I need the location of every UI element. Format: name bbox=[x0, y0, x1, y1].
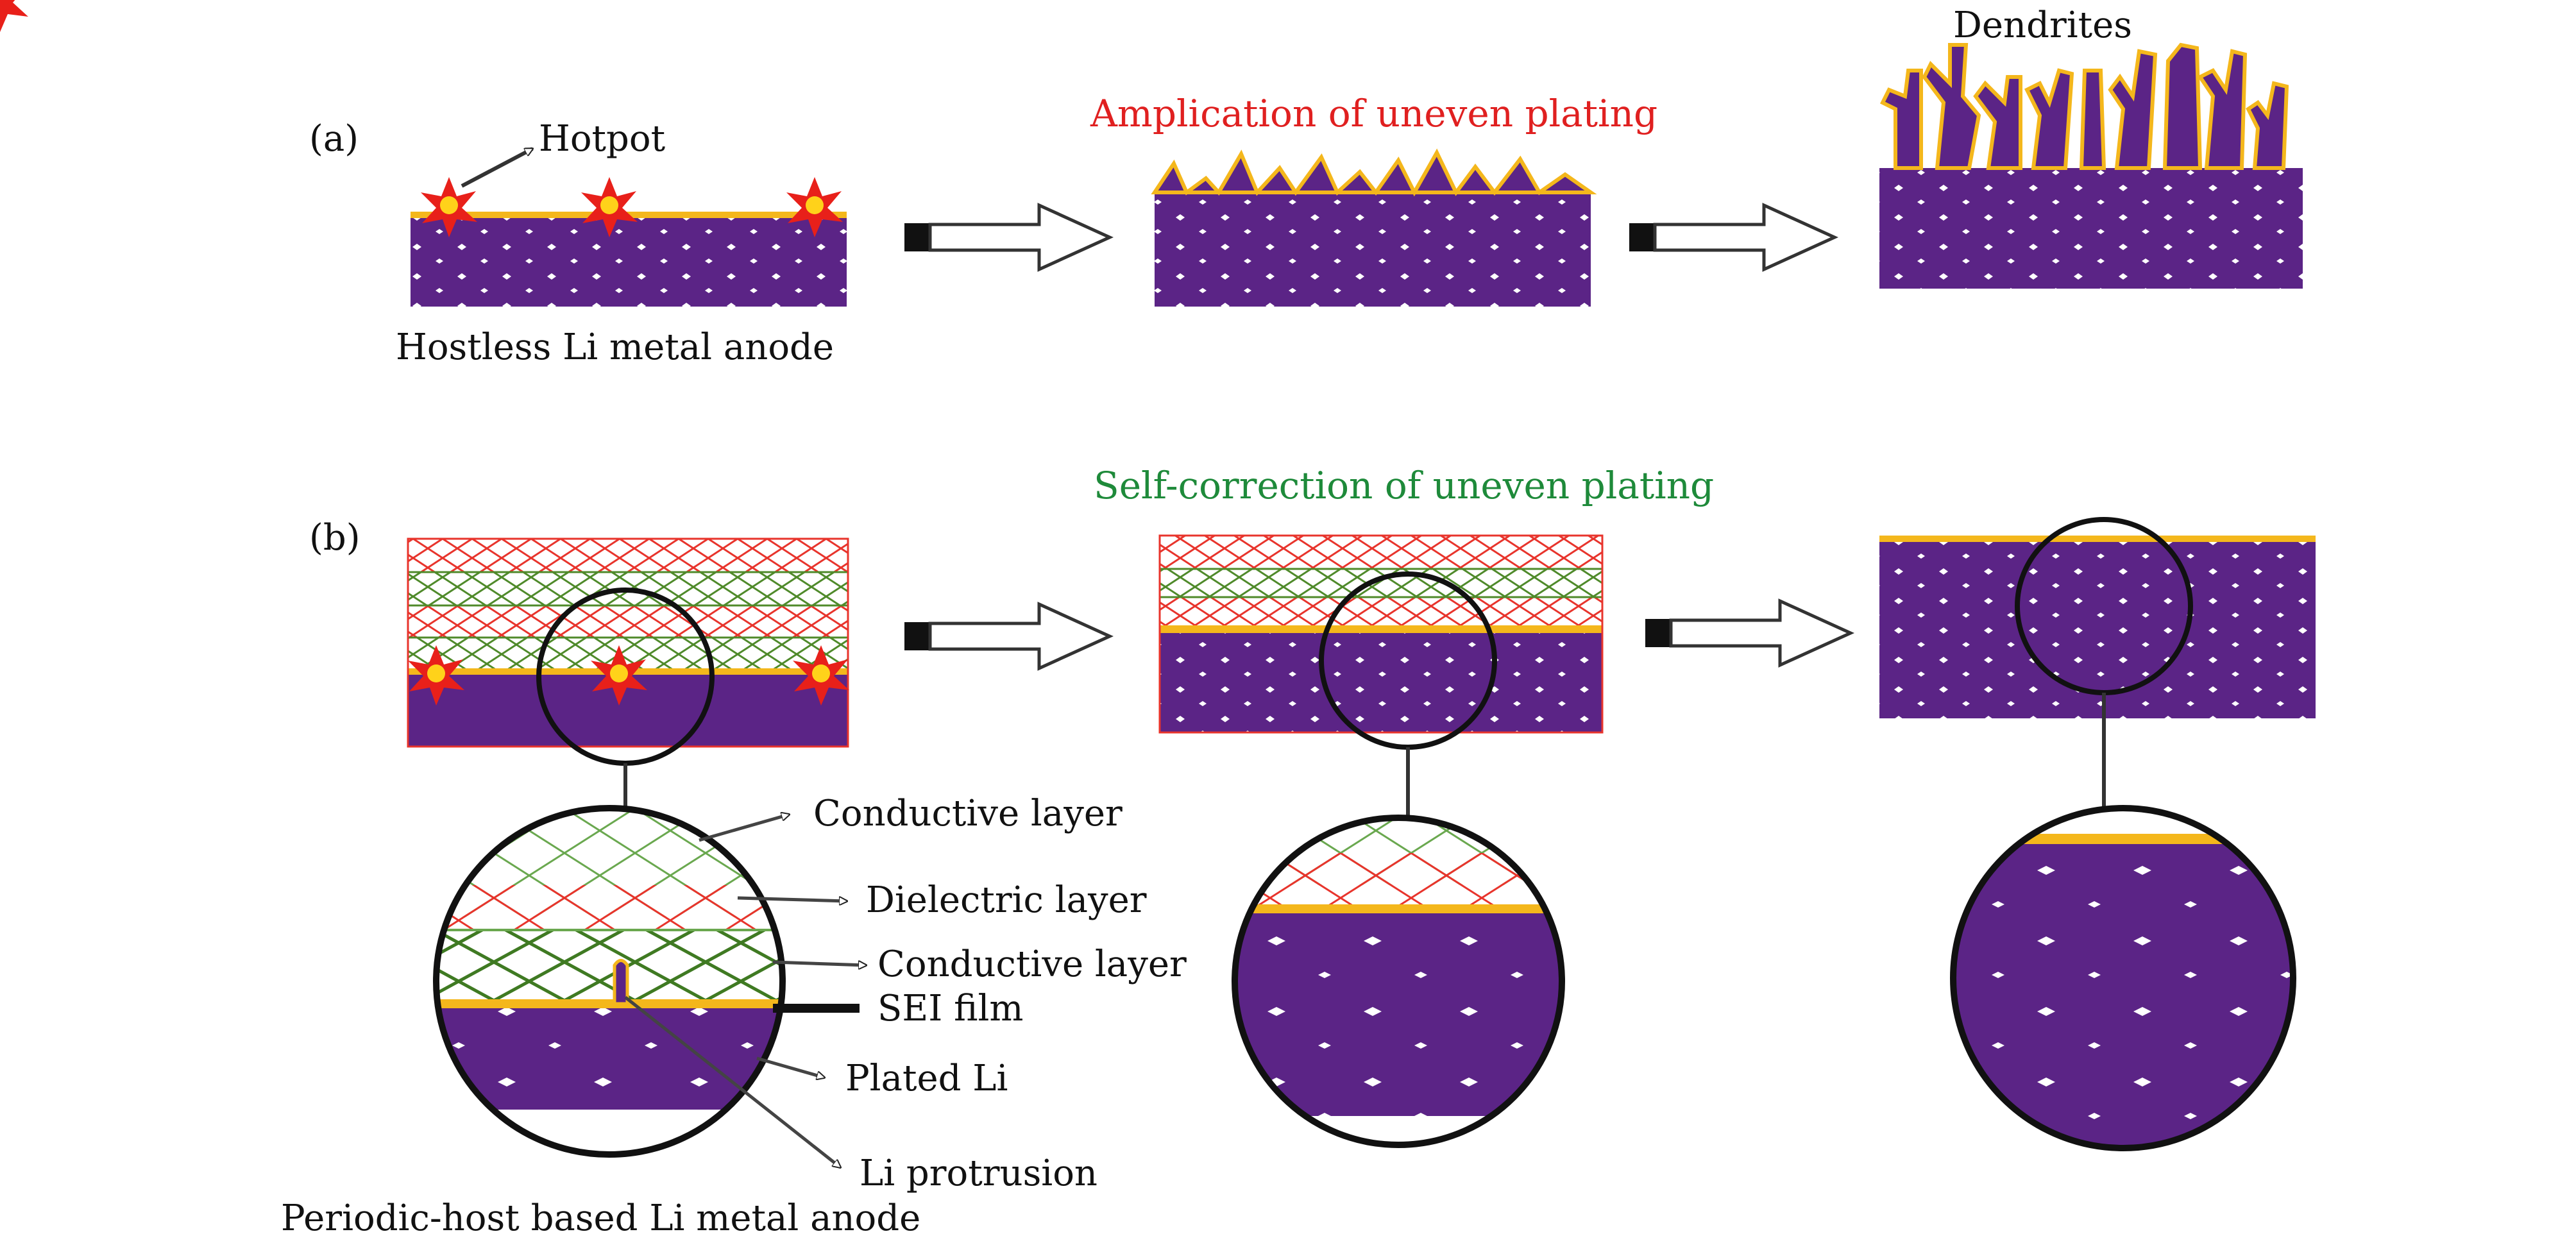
self-correcting-stack bbox=[1158, 534, 1604, 734]
callout-conductive-layer-top: Conductive layer bbox=[813, 793, 1123, 834]
callout-conductive-layer-bottom: Conductive layer bbox=[877, 943, 1187, 985]
callout-arrows bbox=[624, 815, 866, 1167]
hotspot-burst-icon bbox=[0, 0, 28, 32]
panel-b-caption: Periodic-host based Li metal anode bbox=[281, 1197, 920, 1239]
zoom-circle-3 bbox=[1950, 805, 2296, 1151]
hotpot-label: Hotpot bbox=[539, 118, 666, 160]
callout-sei-film: SEI film bbox=[877, 988, 1024, 1029]
panel-a-caption: Hostless Li metal anode bbox=[396, 326, 834, 368]
process-arrow-icon bbox=[904, 203, 1114, 272]
zoom-circle-1 bbox=[433, 805, 786, 1158]
hotpot-pointer bbox=[461, 147, 532, 188]
panel-a-stage2-title: Amplication of uneven plating bbox=[1090, 92, 1657, 135]
periodic-host-stack bbox=[407, 537, 849, 748]
panel-b-tag: (b) bbox=[309, 517, 360, 559]
uneven-plating-block bbox=[1151, 148, 1597, 307]
dense-li-block bbox=[1879, 536, 2316, 718]
panel-a-tag: (a) bbox=[309, 118, 359, 160]
dendrite-block bbox=[1879, 42, 2303, 289]
process-arrow-icon bbox=[1629, 203, 1839, 272]
hostless-anode-block bbox=[411, 212, 847, 307]
process-arrow-icon bbox=[1645, 598, 1855, 668]
callout-plated-li: Plated Li bbox=[845, 1058, 1008, 1099]
callout-li-protrusion: Li protrusion bbox=[860, 1153, 1097, 1194]
dendrites-label: Dendrites bbox=[1953, 4, 2132, 46]
process-arrow-icon bbox=[904, 602, 1114, 671]
panel-b-stage2-title: Self-correction of uneven plating bbox=[1094, 464, 1714, 507]
callout-dielectric-layer: Dielectric layer bbox=[866, 879, 1147, 921]
zoom-circle-2 bbox=[1232, 815, 1565, 1148]
